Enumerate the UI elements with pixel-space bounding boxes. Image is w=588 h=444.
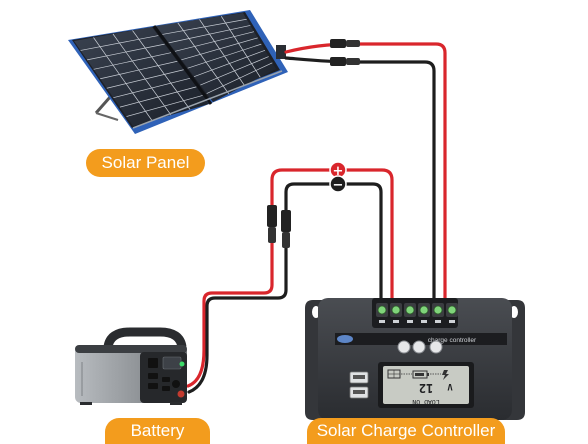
lcd-unit: V xyxy=(447,381,453,391)
panel-positive-wire xyxy=(284,42,447,303)
battery-label: Battery xyxy=(105,418,210,444)
lcd-display: 12 V LOAD ON xyxy=(378,362,474,408)
charge-controller: charge controller xyxy=(305,298,525,420)
panel-negative-wire xyxy=(284,56,436,303)
controller-buttons xyxy=(397,340,443,354)
solar-panel-label: Solar Panel xyxy=(86,149,205,177)
power-led-icon xyxy=(179,361,185,367)
terminal-screw-3 xyxy=(405,305,415,315)
terminal-screw-6 xyxy=(447,305,457,315)
solar-cell-grid xyxy=(80,16,273,121)
svg-text:−: − xyxy=(333,178,344,193)
terminal-screw-2 xyxy=(391,305,401,315)
load-status-icon xyxy=(442,370,449,380)
controller-button-3[interactable] xyxy=(429,340,443,354)
terminal-screw-4 xyxy=(419,305,429,315)
controller-header-text: charge controller xyxy=(428,337,477,344)
solar-panel-left-half xyxy=(74,27,209,126)
solar-panel xyxy=(68,10,288,134)
battery-power-station xyxy=(75,327,187,405)
battery-negative-wire xyxy=(187,182,383,394)
terminal-screw-5 xyxy=(433,305,443,315)
wiring xyxy=(186,42,447,394)
terminal-block xyxy=(376,303,458,323)
lcd-mode: LOAD ON xyxy=(412,398,439,406)
mc4-connectors-battery xyxy=(267,205,291,248)
usb-ports xyxy=(349,371,369,399)
controller-button-2[interactable] xyxy=(412,340,426,354)
svg-text:+: + xyxy=(333,164,344,179)
mc4-connectors-panel xyxy=(330,39,360,66)
battery-positive-wire xyxy=(186,168,394,388)
lcd-value: 12 xyxy=(419,381,433,395)
charge-controller-label: Solar Charge Controller xyxy=(307,418,505,444)
negative-marker: − xyxy=(329,175,347,193)
controller-button-1[interactable] xyxy=(397,340,411,354)
terminal-screw-1 xyxy=(377,305,387,315)
solar-panel-right-half xyxy=(156,13,276,102)
